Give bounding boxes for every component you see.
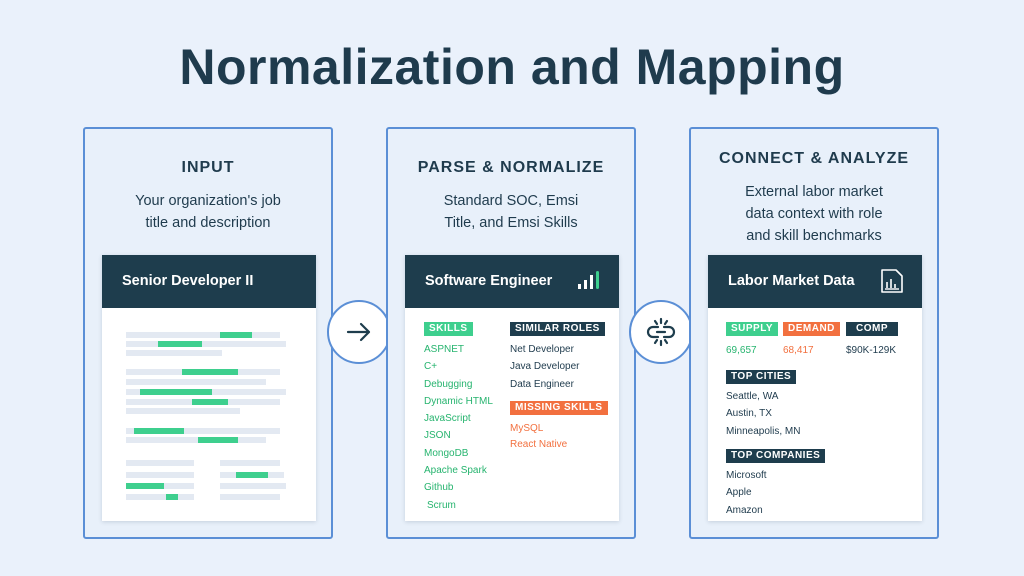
missing-skills-tag: MISSING SKILLS: [510, 401, 608, 415]
list-item: Scrum: [427, 499, 456, 511]
list-item: Austin, TX: [726, 408, 772, 420]
labor-market-card: Labor Market Data SUPPLY 69,657 DEMAND 6…: [708, 255, 922, 521]
connect-heading: CONNECT & ANALYZE: [718, 150, 910, 167]
list-item: MongoDB: [424, 447, 469, 459]
supply-value: 69,657: [726, 345, 757, 356]
list-item: JSON: [424, 430, 451, 442]
connect-analyze-panel: CONNECT & ANALYZE External labor market …: [689, 127, 939, 539]
parse-description: Standard SOC, Emsi Title, and Emsi Skill…: [443, 193, 579, 231]
list-item: Dynamic HTML: [424, 395, 493, 407]
skills-list: ASPNET C+ Debugging Dynamic HTML JavaScr…: [424, 341, 493, 514]
page-title: Normalization and Mapping: [179, 39, 845, 95]
comp-tag: COMP: [846, 322, 898, 336]
input-description: Your organization's job title and descri…: [135, 193, 281, 231]
similar-roles-list: Net Developer Java Developer Data Engine…: [510, 341, 579, 393]
input-heading: INPUT: [181, 159, 235, 176]
signal-bars-icon: [578, 271, 599, 289]
list-item: ASPNET: [424, 344, 465, 355]
top-companies-list: Microsoft Apple Amazon: [726, 467, 767, 519]
list-item: C+: [424, 361, 438, 373]
list-item: Debugging: [424, 378, 473, 390]
parse-heading: PARSE & NORMALIZE: [417, 159, 605, 176]
list-item: Java Developer: [510, 361, 580, 373]
demand-tag: DEMAND: [783, 322, 840, 336]
supply-tag: SUPPLY: [726, 322, 779, 336]
chart-document-icon: [881, 269, 903, 293]
list-item: JavaScript: [424, 413, 471, 425]
software-engineer-card: Software Engineer SKILLS ASPNET C+ Debug…: [405, 255, 619, 521]
list-item: Amazon: [726, 504, 763, 516]
link-connector: [629, 300, 693, 364]
input-panel: INPUT Your organization's job title and …: [83, 127, 333, 539]
list-item: Minneapolis, MN: [726, 425, 801, 437]
arrow-right-icon: [346, 322, 371, 342]
list-item: Microsoft: [726, 470, 767, 481]
broken-link-icon: [646, 317, 676, 347]
list-item: Github: [424, 482, 454, 494]
missing-skills-list: MySQL React Native: [510, 421, 567, 452]
demand-value: 68,417: [783, 345, 814, 356]
arrow-connector: [327, 300, 391, 364]
comp-value: $90K-129K: [846, 345, 897, 356]
list-item: Apache Spark: [424, 465, 487, 477]
list-item: React Native: [510, 438, 568, 450]
top-cities-tag: TOP CITIES: [726, 370, 797, 384]
list-item: Data Engineer: [510, 378, 574, 390]
list-item: Net Developer: [510, 344, 574, 355]
job-title-header: Senior Developer II: [102, 255, 316, 308]
normalized-title-header: Software Engineer: [405, 255, 619, 308]
job-document-card: Senior Developer II: [102, 255, 316, 521]
top-companies-tag: TOP COMPANIES: [726, 449, 826, 463]
list-item: Seattle, WA: [726, 391, 779, 402]
top-cities-list: Seattle, WA Austin, TX Minneapolis, MN: [726, 388, 800, 440]
similar-roles-tag: SIMILAR ROLES: [510, 322, 605, 336]
labor-market-header: Labor Market Data: [708, 255, 922, 308]
connect-description: External labor market data context with …: [745, 184, 883, 244]
list-item: MySQL: [510, 423, 544, 434]
parse-normalize-panel: PARSE & NORMALIZE Standard SOC, Emsi Tit…: [386, 127, 636, 539]
skills-tag: SKILLS: [424, 322, 473, 336]
list-item: Apple: [726, 487, 752, 499]
